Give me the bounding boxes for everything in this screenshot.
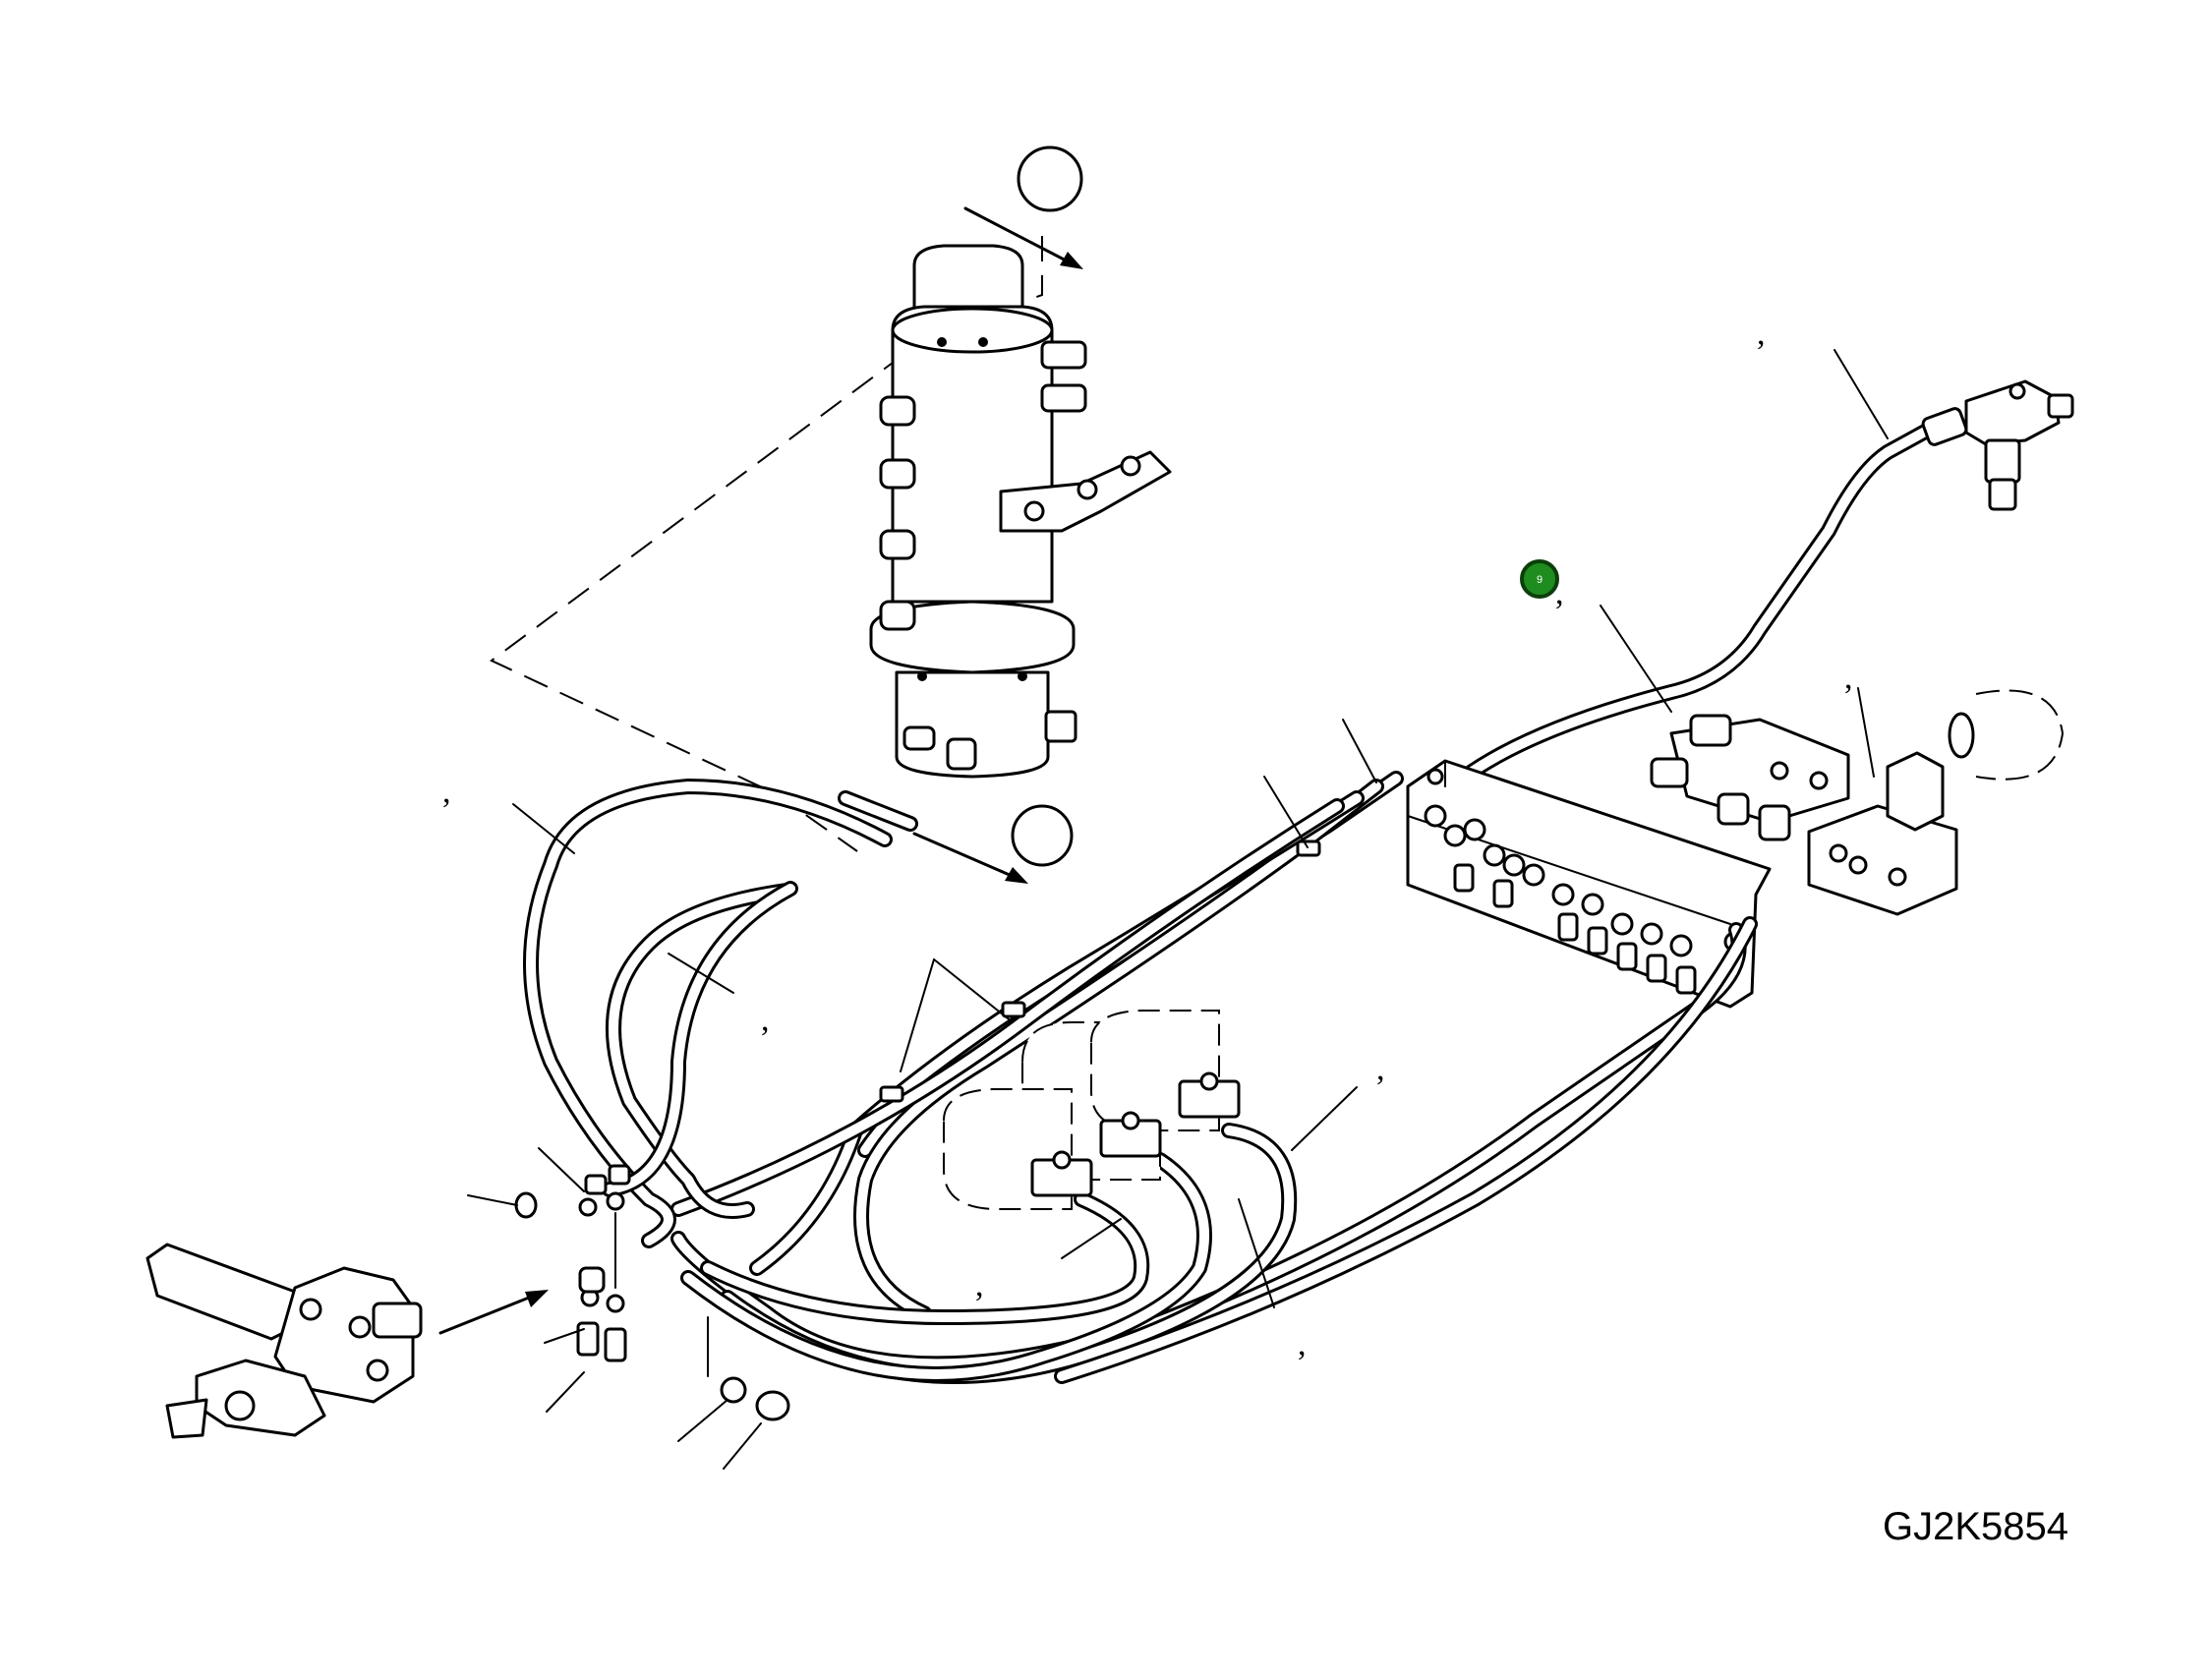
arrow-to-reference-circle bbox=[912, 832, 1028, 884]
main-control-valve[interactable] bbox=[1406, 759, 1772, 1009]
arrow-to-brake-valve bbox=[438, 1290, 549, 1335]
center-swivel-joint[interactable] bbox=[869, 244, 1172, 779]
separator-7: , bbox=[975, 1267, 984, 1303]
highlight-marker[interactable] bbox=[1520, 559, 1559, 599]
dashed-leader-center bbox=[490, 353, 905, 852]
auxiliary-valve-block[interactable] bbox=[1650, 714, 1850, 841]
reference-circle-top[interactable] bbox=[1017, 145, 1083, 212]
arrow-to-swivel-joint bbox=[963, 206, 1083, 269]
hose-bundle-lower[interactable] bbox=[670, 916, 1758, 1384]
upper-right-valve[interactable] bbox=[1921, 379, 2074, 511]
separator-1: , bbox=[1757, 316, 1766, 352]
hose-bundle-main[interactable] bbox=[670, 771, 1404, 1321]
accumulator-valve[interactable] bbox=[1807, 689, 2065, 916]
hose-left-loop[interactable] bbox=[523, 779, 893, 1248]
callout-separators: , , , , , , , , bbox=[442, 316, 1853, 1362]
figure-code: GJ2K5854 bbox=[1883, 1505, 2068, 1548]
separator-8: , bbox=[1298, 1326, 1307, 1362]
separator-4: , bbox=[442, 774, 451, 810]
fittings-and-o-rings[interactable] bbox=[514, 1164, 790, 1421]
travel-motors[interactable] bbox=[943, 1010, 1241, 1210]
reference-circle-middle[interactable] bbox=[1011, 804, 1074, 867]
hose-clamps bbox=[879, 840, 1321, 1103]
separator-3: , bbox=[1844, 660, 1853, 696]
separator-5: , bbox=[761, 1002, 770, 1038]
highlighted-callout[interactable]: 9 bbox=[1520, 559, 1559, 599]
highlight-number: 9 bbox=[1537, 574, 1543, 586]
brake-valve-pedal[interactable] bbox=[146, 1243, 423, 1439]
leader-lines bbox=[467, 349, 1889, 1470]
hose-to-upper-right-valve[interactable] bbox=[1457, 423, 1935, 784]
separator-2: , bbox=[1555, 575, 1564, 611]
separator-6: , bbox=[1376, 1051, 1385, 1087]
hose-to-reference[interactable] bbox=[838, 790, 918, 832]
